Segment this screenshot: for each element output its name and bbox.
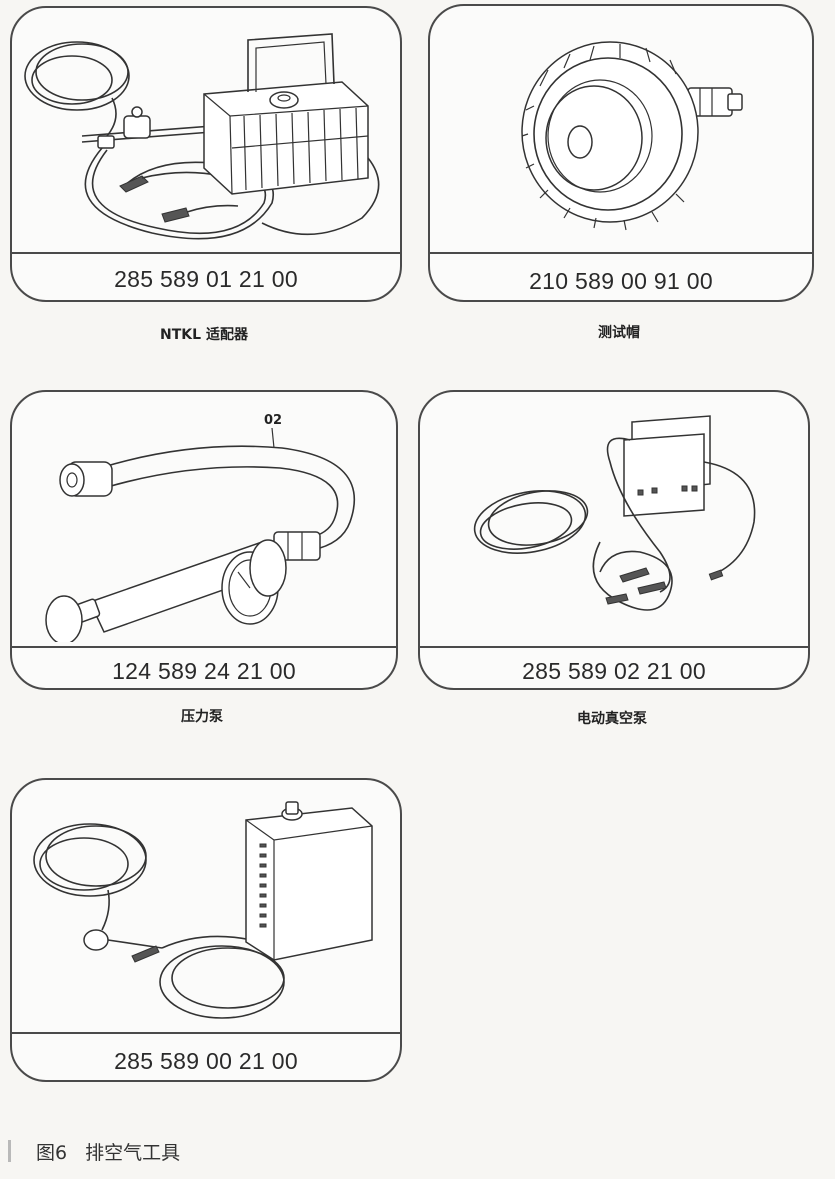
- tool-card-pressure-pump: 02 124 589 24 21 00: [10, 390, 398, 690]
- card-divider: [420, 646, 808, 648]
- electric-vacuum-pump-illustration: [420, 392, 808, 642]
- part-number: 285 589 01 21 00: [114, 266, 298, 292]
- tool-card-electric-vacuum-pump: 285 589 02 21 00: [418, 390, 810, 690]
- pressure-pump-illustration: 02: [12, 392, 396, 642]
- part-number: 210 589 00 91 00: [529, 268, 713, 294]
- part-number: 285 589 00 21 00: [114, 1048, 298, 1074]
- figure-title: 排空气工具: [85, 1142, 181, 1164]
- bleeder-reservoir-illustration: [12, 780, 400, 1032]
- callout-number: 02: [264, 413, 282, 428]
- card-divider: [12, 1032, 400, 1034]
- tool-caption-ntkl-adapter: NTKL 适配器: [160, 327, 248, 343]
- figure-number: 图6: [36, 1142, 68, 1164]
- tool-caption-electric-vacuum-pump: 电动真空泵: [577, 711, 647, 727]
- tool-card-test-cap: 210 589 00 91 00: [428, 4, 814, 302]
- tool-card-bleeder-reservoir: 285 589 00 21 00: [10, 778, 402, 1082]
- test-cap-illustration: [430, 6, 812, 251]
- ntkl-adapter-illustration: [12, 8, 400, 253]
- tool-caption-test-cap: 测试帽: [598, 325, 640, 341]
- figure-marker: [8, 1140, 11, 1162]
- card-divider: [12, 646, 396, 648]
- part-number: 124 589 24 21 00: [112, 658, 296, 684]
- part-number: 285 589 02 21 00: [522, 658, 706, 684]
- tool-caption-pressure-pump: 压力泵: [181, 709, 223, 725]
- card-divider: [12, 252, 400, 254]
- card-divider: [430, 252, 812, 254]
- tool-card-ntkl-adapter: 285 589 01 21 00: [10, 6, 402, 302]
- figure-caption: 图6 排空气工具: [36, 1138, 198, 1165]
